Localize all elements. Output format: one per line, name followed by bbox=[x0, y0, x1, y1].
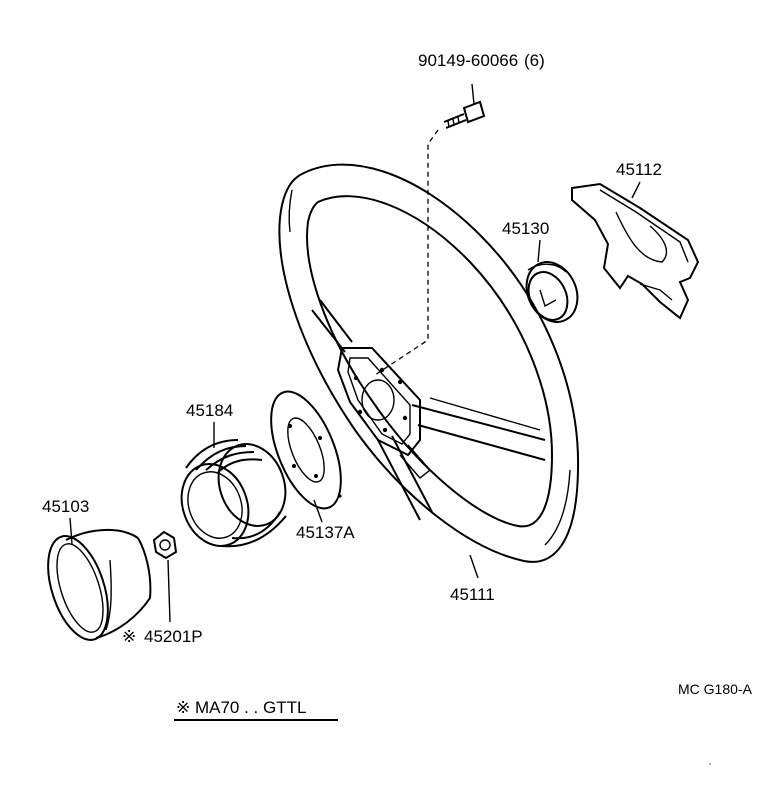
pad-drawing bbox=[571, 181, 700, 320]
hub-drawing bbox=[180, 422, 287, 548]
nut-drawing bbox=[152, 530, 178, 623]
leader-45111 bbox=[469, 554, 479, 579]
label-bolt-qty: (6) bbox=[524, 51, 545, 70]
label-nut-marker: ※ bbox=[122, 627, 136, 646]
label-hub: 45184 bbox=[186, 401, 233, 420]
label-spacer: 45137A bbox=[296, 523, 355, 542]
bolt-dashed-guide bbox=[374, 129, 439, 376]
steering-wheel-drawing bbox=[278, 163, 580, 563]
diagram-code: MC G180-A bbox=[678, 681, 753, 697]
label-cover: 45103 bbox=[42, 497, 89, 516]
label-bolt-number: 90149-60066 bbox=[418, 51, 518, 70]
label-pad: 45112 bbox=[616, 160, 662, 179]
label-horn-contact: 45130 bbox=[502, 219, 549, 238]
horn-contact-drawing bbox=[525, 239, 579, 323]
scan-speck bbox=[709, 763, 711, 765]
label-wheel: 45111 bbox=[450, 585, 495, 604]
cover-drawing bbox=[47, 517, 152, 641]
spacer-drawing bbox=[270, 390, 342, 523]
footnote-text: ※ MA70 . . GTTL bbox=[176, 698, 306, 717]
bolt-drawing bbox=[443, 83, 486, 129]
label-nut: 45201P bbox=[144, 627, 203, 646]
